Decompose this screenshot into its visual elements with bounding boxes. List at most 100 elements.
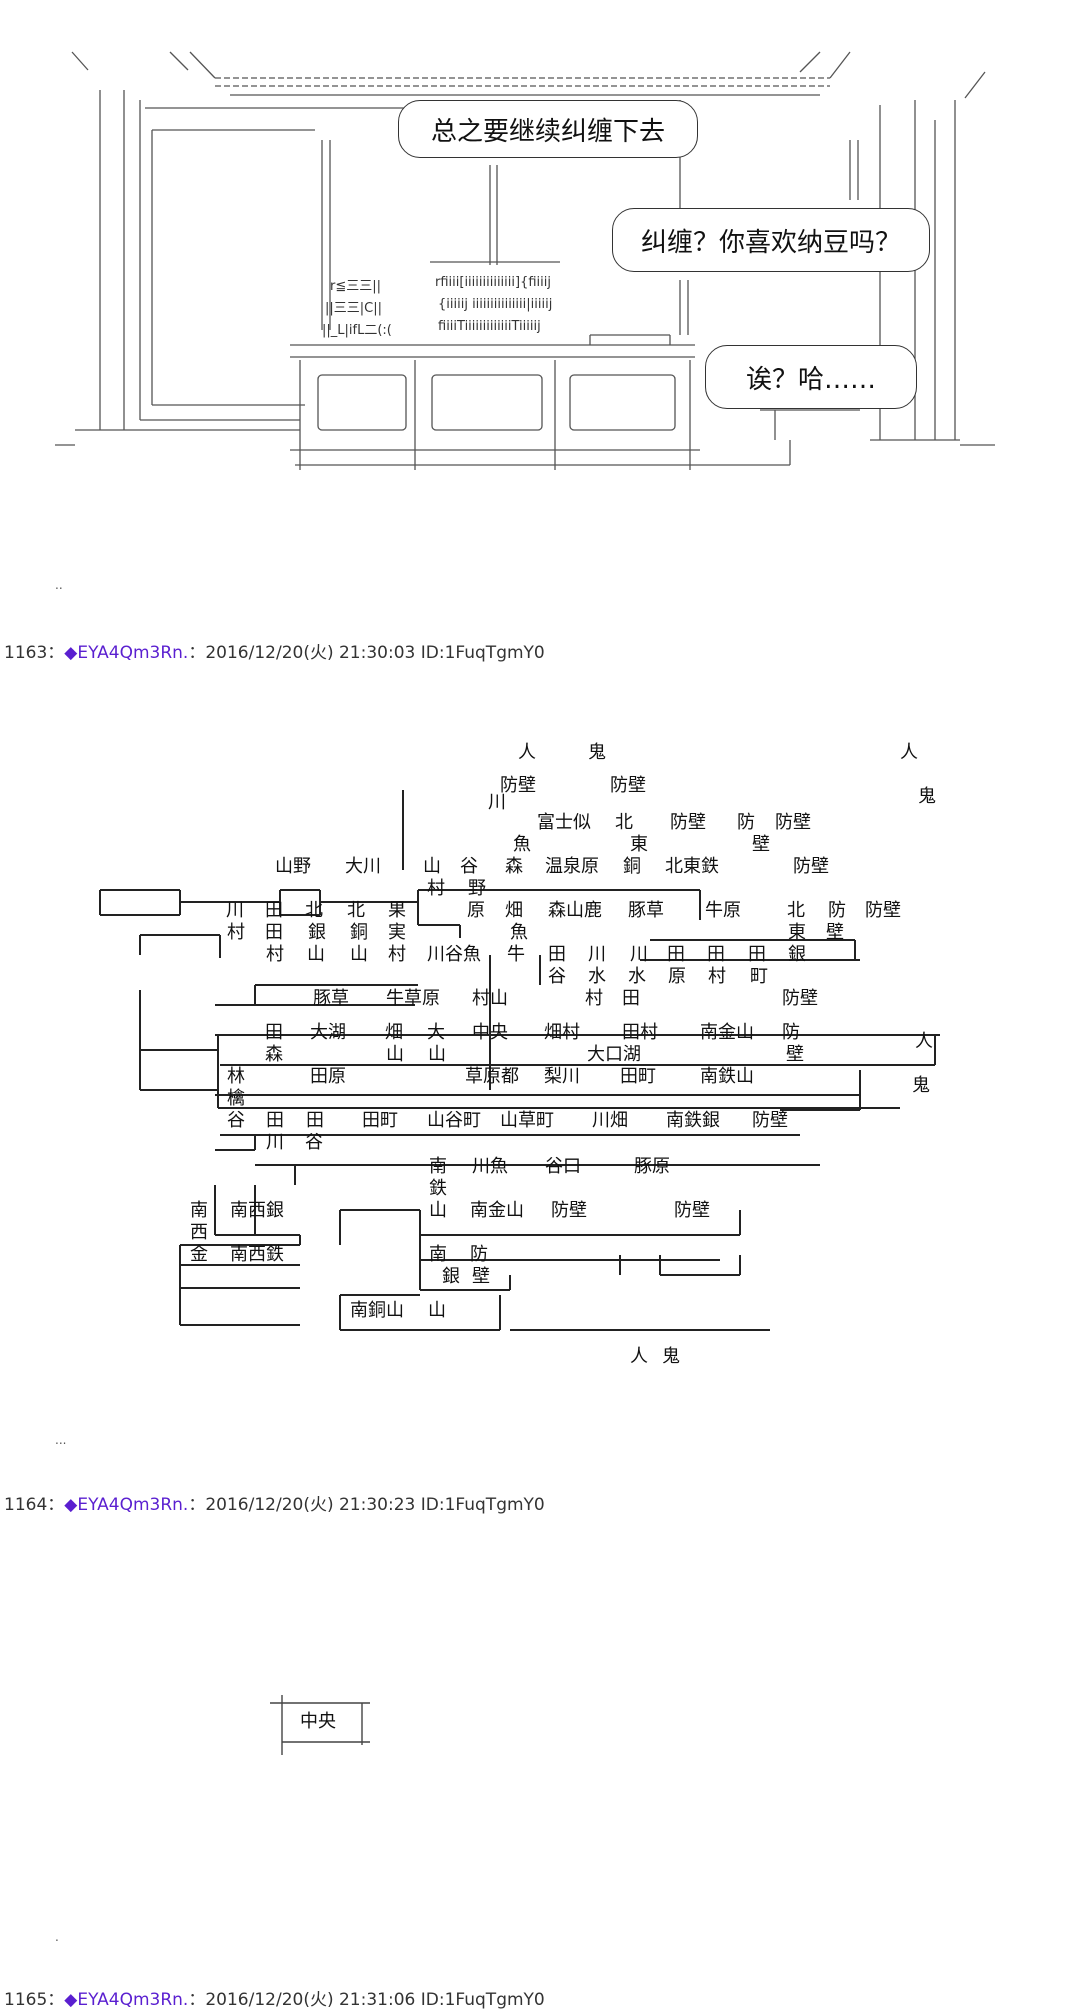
map-cell: 田町 [620,1066,656,1087]
map-cell: 銀 [442,1266,460,1287]
map-cell: 村 [266,944,284,965]
map-cell: 山 [428,1044,446,1065]
map-cell: 壁 [472,1266,490,1287]
oni-marker: 鬼 [662,1346,680,1367]
map-cell: 防壁 [551,1200,587,1221]
map-cell: 谷 [305,1132,323,1153]
poster-trip[interactable]: ◆EYA4Qm3Rn. [64,1495,189,1515]
map-cell: 東 [630,834,648,855]
map-cell: 防壁 [610,775,646,796]
map-cell: 大口湖 [587,1044,641,1065]
map-cell: 南金山 [700,1022,754,1043]
map-cell: 防 [782,1022,800,1043]
ellipsis-dots: ... [55,1433,67,1447]
poster-trip[interactable]: ◆EYA4Qm3Rn. [64,643,189,663]
human-marker: 人 [518,742,536,763]
map-cell: 原 [668,966,686,987]
map-cell: 林 [227,1066,245,1087]
map-cell: 牛草原 [386,988,440,1009]
map-cell: 檎 [227,1088,245,1109]
aa-line: {iiiiij iiiiiiiiiiiiiii|iiiiij [438,297,553,312]
map-cell: 野 [468,878,486,899]
map-cell: 田 [748,944,766,965]
human-marker: 人 [900,742,918,763]
map-cell: 田町 [362,1110,398,1131]
map-cell: 東 [788,922,806,943]
map-cell: 防壁 [670,812,706,833]
map-cell: 森 [505,856,523,877]
map-cell: 中央 [300,1711,336,1732]
map-cell: 防 [470,1244,488,1265]
map-cell: 川畑 [592,1110,628,1131]
map-cell: 防壁 [500,775,536,796]
post-header: 1164：◆EYA4Qm3Rn.：2016/12/20(火) 21:30:23 … [4,1495,545,1515]
human-marker: 人 [630,1346,648,1367]
map-cell: 川魚 [472,1156,508,1177]
map-cell: 壁 [786,1044,804,1065]
map-cell: 北東鉄 [665,856,719,877]
map-ascii-art: 防壁防壁川富士似北防壁防防壁魚東壁山野大川山谷森温泉原銅北東鉄防壁村野川田北北果… [0,690,1086,1410]
map-cell: 山 [428,1300,446,1321]
aa-line: fiiiiTiiiiiiiiiiiiiTiiiiij [438,319,541,334]
map-cell: 田村 [622,1022,658,1043]
map-cell: 牛 [507,944,525,965]
map-cell: 防壁 [752,1110,788,1131]
map-cell: 南鉄銀 [666,1110,720,1131]
map-cell: 北 [787,900,805,921]
aa-line: ||三三|C|| [325,301,382,316]
map-cell: 田 [265,1022,283,1043]
post-number: 1163 [4,643,48,663]
aa-line: rfiiii[iiiiiiiiiiiiii]{fiiiij [435,275,551,290]
post-meta: ：2016/12/20(火) 21:30:23 ID:1FuqTgmY0 [188,1495,545,1515]
map-cell: 豚草 [313,988,349,1009]
map-cell: 村 [227,922,245,943]
map-cell: 川 [226,900,244,921]
human-marker: 人 [915,1031,933,1052]
map-cell: 鉄 [429,1178,447,1199]
map-cell: 壁 [752,834,770,855]
map-cell: 畑 [385,1022,403,1043]
map-cell: 南西鉄 [230,1244,284,1265]
map-cell: 南銅山 [350,1300,404,1321]
map-cell: 南 [190,1200,208,1221]
aa-line: r≦三三|| [330,279,381,294]
speech-bubble: 总之要继续纠缠下去 [398,100,698,158]
map-cell: 山 [423,856,441,877]
map-cell: 川 [588,944,606,965]
map-cell: 村 [585,988,603,1009]
post-meta: ：2016/12/20(火) 21:31:06 ID:1FuqTgmY0 [188,1990,545,2010]
map-cell: 大 [427,1022,445,1043]
map-cell: 谷口 [545,1156,581,1177]
map-cell: 魚 [510,922,528,943]
map-cell: 中央 [472,1022,508,1043]
map-cell: 富士似 [537,812,591,833]
map-cell: 豚草 [628,900,664,921]
map-cell: 防 [828,900,846,921]
map-cell: 水 [628,966,646,987]
map-cell: 北 [347,900,365,921]
post-meta: ：2016/12/20(火) 21:30:03 ID:1FuqTgmY0 [188,643,545,663]
map-cell: 山谷町 [427,1110,481,1131]
map-cell: 温泉原 [545,856,599,877]
small-map-fragment: 中央 [270,1695,380,1765]
map-cell: 西 [190,1222,208,1243]
oni-marker: 鬼 [588,742,606,763]
map-cell: 水 [588,966,606,987]
map-cell: 草原都 [465,1066,519,1087]
map-cell: 金 [190,1244,208,1265]
map-cell: 山 [350,944,368,965]
map-cell: 山草町 [500,1110,554,1131]
map-cell: 田 [265,900,283,921]
map-cell: 森山鹿 [548,900,602,921]
map-cell: 原 [467,900,485,921]
oni-marker: 鬼 [912,1075,930,1096]
poster-trip[interactable]: ◆EYA4Qm3Rn. [64,1990,189,2010]
map-cell: 北 [305,900,323,921]
map-cell: 南 [429,1244,447,1265]
map-cell: 防 [737,812,755,833]
map-cell: 川 [630,944,648,965]
speech-bubble: 纠缠？你喜欢纳豆吗？ [612,208,930,272]
map-cell: 田原 [310,1066,346,1087]
map-cell: 山 [429,1200,447,1221]
map-cell: 町 [750,966,768,987]
